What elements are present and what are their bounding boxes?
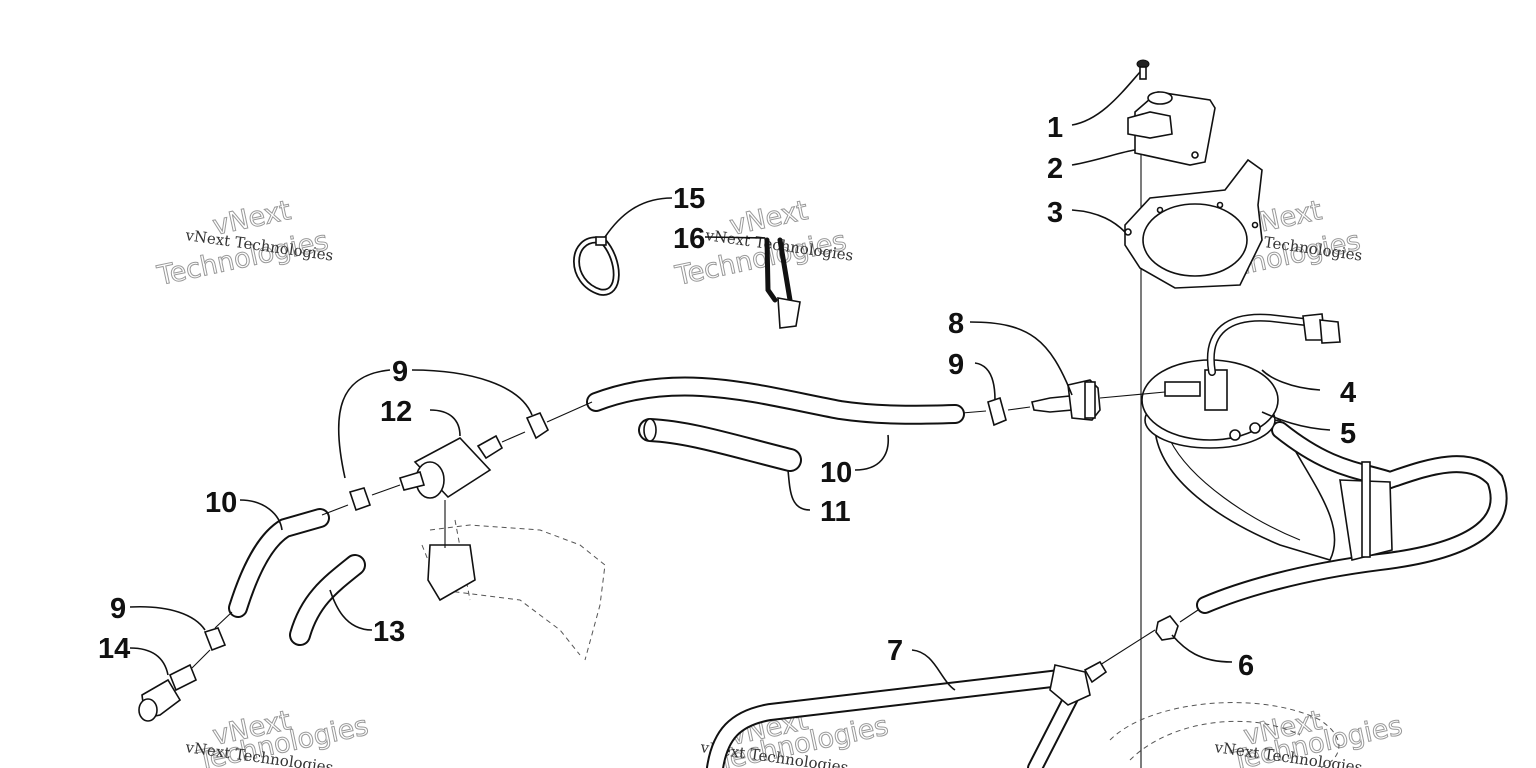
leader-line-7 bbox=[911, 649, 956, 691]
leader-line-10-middle bbox=[854, 434, 889, 471]
callout-15: 15 bbox=[673, 183, 705, 215]
part-mounting-plate bbox=[1124, 158, 1263, 289]
callout-16: 16 bbox=[673, 223, 705, 255]
assembly-line bbox=[1179, 609, 1199, 623]
leader-line-11 bbox=[787, 469, 811, 511]
part-band-clamp-15 bbox=[573, 236, 620, 296]
part-hose-10-left bbox=[228, 508, 330, 618]
part-cable-tie-16 bbox=[764, 237, 801, 329]
part-clamp-9-bottom bbox=[203, 627, 227, 652]
callout-4: 4 bbox=[1340, 377, 1356, 409]
part-clamp-9-right bbox=[987, 396, 1007, 427]
part-hose-10-long bbox=[586, 376, 965, 425]
callout-11: 11 bbox=[820, 496, 851, 528]
assembly-line bbox=[371, 484, 401, 496]
callout-12: 12 bbox=[380, 396, 412, 428]
assembly-line bbox=[1007, 406, 1031, 411]
part-clamp-9-filter-right bbox=[525, 411, 550, 440]
callout-9-right: 9 bbox=[948, 349, 964, 381]
callout-2: 2 bbox=[1047, 153, 1063, 185]
frame-reference-dashed bbox=[421, 500, 1340, 768]
leader-line-5 bbox=[1261, 411, 1331, 431]
leader-line-2 bbox=[1071, 149, 1136, 166]
leader-line-4 bbox=[1261, 369, 1321, 391]
leader-line-9-top bbox=[337, 369, 533, 479]
callout-8: 8 bbox=[948, 308, 964, 340]
callout-1: 1 bbox=[1047, 112, 1063, 144]
leader-line-9-bottom bbox=[129, 605, 206, 631]
callout-numbers: 1 2 3 4 5 6 7 8 9 9 9 10 10 11 12 13 14 … bbox=[98, 112, 1356, 682]
part-bracket-sensor bbox=[1127, 91, 1216, 166]
callout-14: 14 bbox=[98, 633, 130, 665]
assembly-line bbox=[961, 410, 987, 414]
watermark-bottom-left: Technologies vNext vNext Technologies bbox=[183, 705, 371, 768]
leader-line-6 bbox=[1171, 634, 1233, 663]
part-y-hose bbox=[706, 660, 1108, 768]
assembly-line bbox=[546, 401, 593, 423]
part-quick-connector-8 bbox=[1031, 379, 1101, 421]
leader-line-12 bbox=[429, 409, 461, 437]
callout-13: 13 bbox=[373, 616, 405, 648]
assembly-line bbox=[214, 611, 233, 629]
watermark-top-left: Technologies vNext vNext Technologies bbox=[154, 195, 335, 293]
leader-line-1 bbox=[1071, 71, 1141, 126]
leader-line-9-right bbox=[974, 362, 996, 401]
assembly-line bbox=[1099, 391, 1166, 399]
assembly-line bbox=[191, 649, 211, 669]
leader-line-14 bbox=[129, 647, 169, 676]
part-clamp-6 bbox=[1155, 614, 1179, 641]
leader-line-15 bbox=[604, 197, 673, 238]
leader-line-8 bbox=[969, 321, 1073, 396]
part-hose-11 bbox=[638, 418, 802, 472]
part-hose-13 bbox=[289, 554, 366, 646]
callout-7: 7 bbox=[887, 635, 903, 667]
part-screw bbox=[1136, 59, 1150, 80]
assembly-line bbox=[501, 431, 526, 443]
callout-10-left: 10 bbox=[205, 487, 237, 519]
assembly-line bbox=[1099, 629, 1156, 666]
callout-3: 3 bbox=[1047, 197, 1063, 229]
callout-6: 6 bbox=[1238, 650, 1254, 682]
callout-9-bottom: 9 bbox=[110, 593, 126, 625]
part-quick-connector-14 bbox=[138, 663, 198, 722]
leader-line-10-left bbox=[239, 499, 283, 531]
part-fuel-filter bbox=[371, 431, 526, 499]
part-fuel-pump-assembly bbox=[1141, 313, 1508, 614]
leader-line-3 bbox=[1071, 209, 1126, 233]
callout-10-middle: 10 bbox=[820, 457, 852, 489]
leader-line-16 bbox=[704, 236, 766, 239]
part-clamp-9-filter-left bbox=[348, 487, 372, 512]
callout-9-top: 9 bbox=[392, 356, 408, 388]
assembly-line bbox=[321, 504, 349, 516]
leader-line-13 bbox=[329, 589, 373, 631]
leader-lines bbox=[129, 71, 1331, 691]
callout-5: 5 bbox=[1340, 418, 1356, 450]
